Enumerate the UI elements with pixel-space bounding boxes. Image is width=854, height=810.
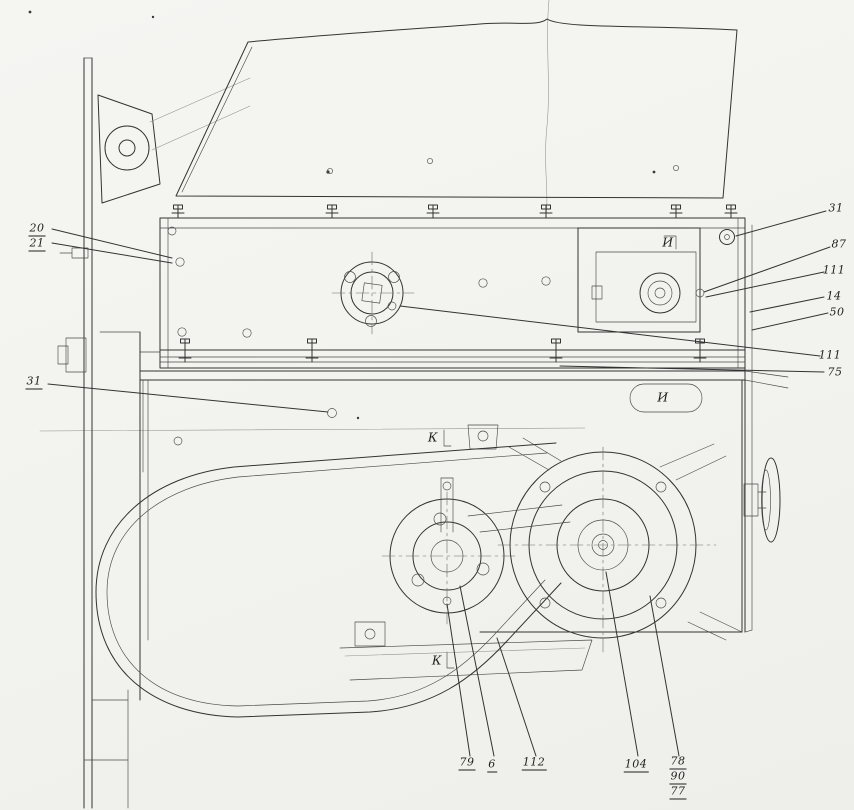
callout-31-right: 31 — [828, 201, 844, 215]
right-plate — [743, 224, 781, 633]
callout-14: 14 — [826, 289, 842, 303]
callout-6: 6 — [487, 757, 497, 773]
sheet-crease — [545, 0, 550, 216]
callout-50: 50 — [829, 305, 845, 319]
view-label-I-lower: И — [657, 389, 669, 405]
section-mark-I-upper — [663, 235, 677, 250]
k-bracket-lower — [354, 621, 455, 669]
view-label-K-upper: К — [427, 429, 439, 445]
callout-31-left: 31 — [25, 374, 43, 390]
belt-guard — [95, 442, 562, 718]
callout-21: 21 — [28, 236, 46, 252]
callout-79: 79 — [458, 755, 476, 771]
center-bearing — [331, 251, 415, 335]
main-frame — [99, 217, 789, 701]
callout-112: 112 — [521, 755, 547, 771]
motor-bracket — [577, 227, 705, 333]
leader-lines — [47, 210, 831, 757]
callout-111-upper: 111 — [822, 263, 846, 277]
gearbox — [467, 437, 727, 654]
lower-plate — [142, 379, 743, 681]
callout-20: 20 — [28, 221, 46, 237]
callout-90: 90 — [669, 769, 687, 785]
callout-87: 87 — [831, 237, 847, 251]
handwheel — [761, 457, 781, 543]
view-label-I-upper: И — [662, 234, 674, 250]
callout-104: 104 — [623, 757, 649, 773]
left-column — [57, 57, 129, 809]
slot — [629, 383, 703, 413]
scan-artifacts — [28, 0, 656, 432]
deflector-sheet — [339, 639, 593, 681]
callout-111-lower: 111 — [818, 348, 842, 362]
construction-line — [39, 427, 586, 432]
top-bracket — [97, 77, 251, 204]
k-bracket-upper — [443, 424, 499, 450]
callout-78: 78 — [669, 754, 687, 770]
view-label-K-lower: К — [431, 652, 443, 668]
callout-77: 77 — [669, 784, 687, 800]
callout-75: 75 — [827, 365, 843, 379]
frame-bolts — [171, 204, 738, 363]
top-panel — [175, 18, 738, 199]
small-pulley — [381, 477, 517, 625]
